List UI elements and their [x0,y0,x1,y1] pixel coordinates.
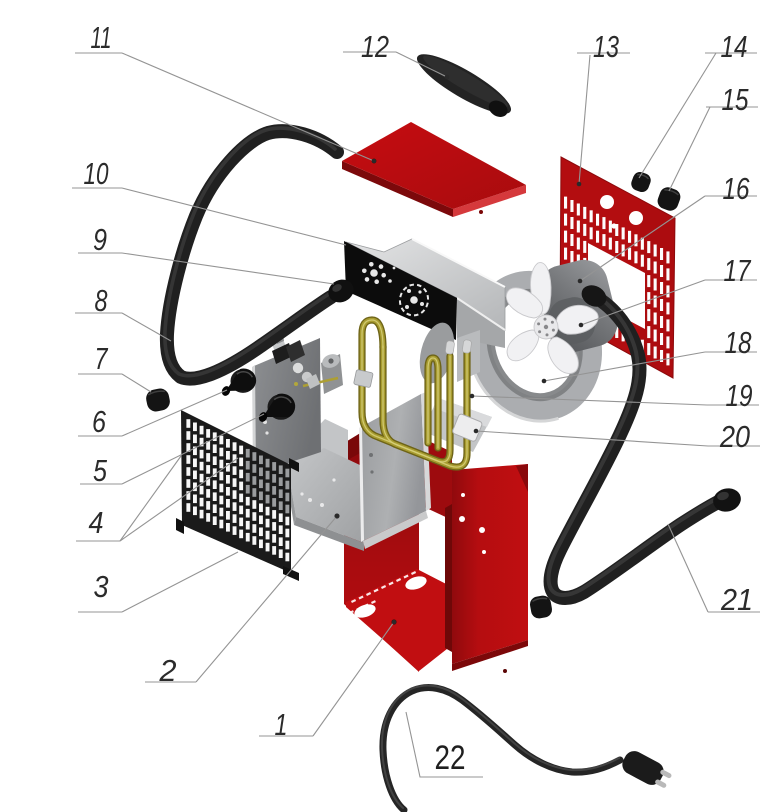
svg-text:2: 2 [159,653,177,688]
svg-text:18: 18 [725,325,753,360]
svg-text:14: 14 [721,29,748,64]
svg-text:17: 17 [724,253,752,288]
svg-text:13: 13 [593,29,619,64]
svg-text:3: 3 [94,569,109,604]
svg-text:9: 9 [93,222,107,257]
svg-text:10: 10 [84,156,109,191]
svg-text:20: 20 [719,419,750,454]
svg-text:1: 1 [275,707,288,742]
svg-text:11: 11 [91,20,112,55]
svg-text:4: 4 [89,505,104,540]
svg-text:12: 12 [361,29,389,64]
svg-text:22: 22 [435,739,466,777]
svg-text:5: 5 [93,453,108,488]
svg-text:6: 6 [92,404,107,439]
svg-text:7: 7 [95,341,109,376]
svg-text:15: 15 [722,82,750,117]
svg-text:21: 21 [720,582,753,617]
svg-text:8: 8 [95,283,109,318]
svg-text:19: 19 [726,378,753,413]
svg-text:16: 16 [723,171,751,206]
